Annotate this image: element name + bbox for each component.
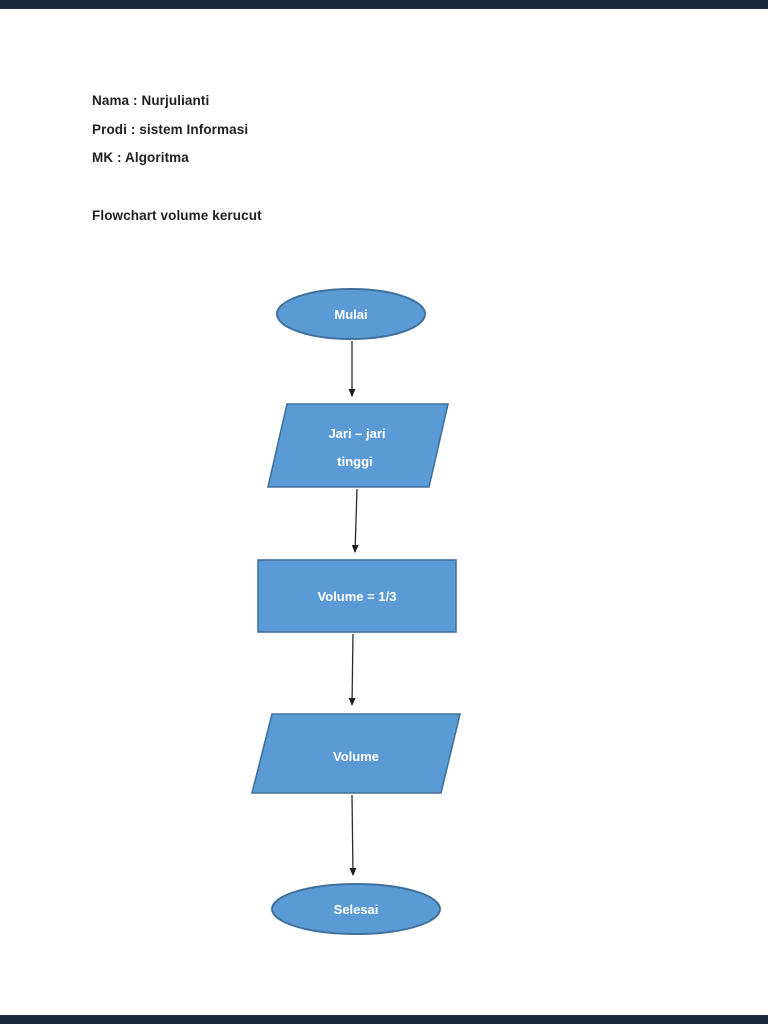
input-node-parallelogram	[266, 403, 450, 488]
flowchart-title: Flowchart volume kerucut	[92, 208, 262, 223]
study-program-line: Prodi : sistem Informasi	[92, 122, 249, 137]
end-node-label: Selesai	[334, 902, 379, 917]
student-name-line: Nama : Nurjulianti	[92, 93, 210, 108]
output-node-label: Volume	[333, 749, 379, 764]
connector-arrow-input-to-process	[351, 488, 359, 553]
output-node-parallelogram	[250, 713, 462, 794]
viewer-top-border	[0, 0, 768, 9]
process-node-label: Volume = 1/3	[318, 589, 397, 604]
viewer-bottom-border	[0, 1015, 768, 1024]
start-node-label: Mulai	[334, 307, 367, 322]
process-node-rectangle	[257, 559, 457, 633]
input-node-label-line1: Jari – jari	[328, 426, 385, 441]
course-line: MK : Algoritma	[92, 150, 189, 165]
input-node-label-line2: tinggi	[337, 454, 372, 469]
connector-arrow-process-to-output	[348, 633, 356, 706]
connector-arrow-output-to-end	[349, 794, 357, 876]
end-node-ellipse	[271, 883, 441, 935]
start-node-ellipse	[276, 288, 426, 340]
